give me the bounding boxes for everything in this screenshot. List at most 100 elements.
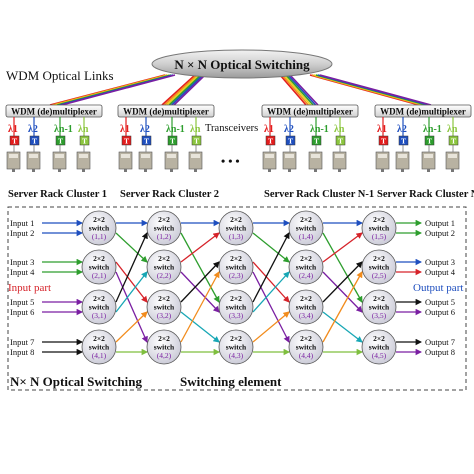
wdm-mux-group: WDM (de)multiplexerλ1Tλ2Tλn-1TλnTServer …: [374, 104, 474, 200]
switch-circle: [288, 210, 324, 246]
input-part-label: Input part: [8, 282, 51, 294]
output-port-label: Output 4: [425, 267, 456, 277]
switch-circle: [218, 329, 254, 365]
switch-size-label: 2×2: [93, 215, 105, 224]
transceiver-letter: T: [194, 137, 199, 146]
output-port-label: Output 8: [425, 347, 455, 357]
transceiver-letter: T: [381, 137, 386, 146]
server-cluster-label: Server Rack Cluster N: [377, 189, 474, 200]
wdm-mux-group: WDM (de)multiplexerλ1Tλ2Tλn-1TλnTServer …: [5, 104, 107, 200]
server-rack-panel: [448, 154, 457, 158]
interconnect-line: [115, 232, 148, 303]
server-cluster-label: Server Rack Cluster 2: [120, 189, 219, 200]
transceiver-letter: T: [314, 137, 319, 146]
transceiver-box: [448, 135, 459, 146]
switch-size-label: 2×2: [373, 254, 385, 263]
wdm-mux-label: WDM (de)multiplexer: [267, 107, 353, 117]
switch-size-label: 2×2: [373, 215, 385, 224]
switch-size-label: 2×2: [158, 334, 170, 343]
switch-word-label: switch: [226, 224, 247, 233]
server-rack-base: [268, 169, 271, 172]
wdm-mux-box: [117, 104, 215, 118]
switch-word-label: switch: [89, 343, 110, 352]
switch-word-label: switch: [226, 263, 247, 272]
switch-circle: [361, 249, 397, 285]
switch-word-label: switch: [226, 303, 247, 312]
interconnect-line: [322, 271, 363, 313]
switch-size-label: 2×2: [373, 294, 385, 303]
switch-circle: [361, 289, 397, 325]
switch-size-label: 2×2: [230, 334, 242, 343]
input-port-label: Input 2: [10, 228, 34, 238]
switch-index-label: (3,5): [372, 311, 387, 320]
switch-size-label: 2×2: [230, 215, 242, 224]
switch-word-label: switch: [369, 303, 390, 312]
switch-index-label: (2,4): [299, 271, 314, 280]
transceiver-letter: T: [268, 137, 273, 146]
wdm-link-fiber: [289, 74, 319, 106]
switch-index-label: (2,5): [372, 271, 387, 280]
switch-word-label: switch: [154, 303, 175, 312]
server-cluster-label: Server Rack Cluster N-1: [264, 189, 374, 200]
switch-size-label: 2×2: [93, 334, 105, 343]
lambda-label: λ2: [140, 124, 150, 135]
interconnect-line: [115, 271, 148, 313]
transceiver-letter: T: [427, 137, 432, 146]
server-rack-panel: [167, 154, 176, 158]
switch-word-label: switch: [296, 263, 317, 272]
lambda-label: λn-1: [166, 124, 185, 135]
switch-word-label: switch: [296, 224, 317, 233]
lambda-label: λ2: [284, 124, 294, 135]
switch-circle: [288, 329, 324, 365]
interconnect-line: [180, 232, 220, 303]
switch-circle: [361, 329, 397, 365]
wdm-link-fiber: [168, 74, 202, 106]
interconnect-line: [322, 261, 363, 303]
switch-word-label: switch: [154, 343, 175, 352]
input-port-label: Input 3: [10, 257, 34, 267]
output-port-label: Output 1: [425, 218, 455, 228]
switch-index-label: (2,2): [157, 271, 172, 280]
switch-circle: [146, 210, 182, 246]
switch-size-label: 2×2: [300, 254, 312, 263]
interconnect-line: [252, 232, 290, 303]
server-rack-base: [427, 169, 430, 172]
interconnect-line: [115, 232, 148, 263]
switch-index-label: (3,1): [92, 311, 107, 320]
switch-size-label: 2×2: [158, 254, 170, 263]
interconnect-line: [252, 232, 290, 263]
server-rack-base: [124, 169, 127, 172]
switch-word-label: switch: [369, 343, 390, 352]
server-rack-base: [401, 169, 404, 172]
transceiver-box: [29, 135, 40, 146]
transceiver-letter: T: [288, 137, 293, 146]
switch-index-label: (4,4): [299, 351, 314, 360]
switch-word-label: switch: [369, 224, 390, 233]
transceiver-box: [265, 135, 276, 146]
wdm-link-fiber: [281, 74, 310, 106]
wdm-mux-box: [5, 104, 103, 118]
interconnect-line: [180, 271, 220, 343]
transceiver-letter: T: [144, 137, 149, 146]
server-rack-panel: [398, 154, 407, 158]
transceiver-box: [141, 135, 152, 146]
switch-circle: [146, 249, 182, 285]
transceiver-letter: T: [124, 137, 129, 146]
server-rack-base: [314, 169, 317, 172]
output-port-label: Output 2: [425, 228, 455, 238]
server-rack-panel: [79, 154, 88, 158]
server-rack-panel: [29, 154, 38, 158]
wdm-links-label: WDM Optical Links: [6, 68, 114, 83]
switch-index-label: (2,1): [92, 271, 107, 280]
server-rack-base: [58, 169, 61, 172]
switch-circle: [81, 329, 117, 365]
optical-switch-band: [151, 49, 333, 79]
